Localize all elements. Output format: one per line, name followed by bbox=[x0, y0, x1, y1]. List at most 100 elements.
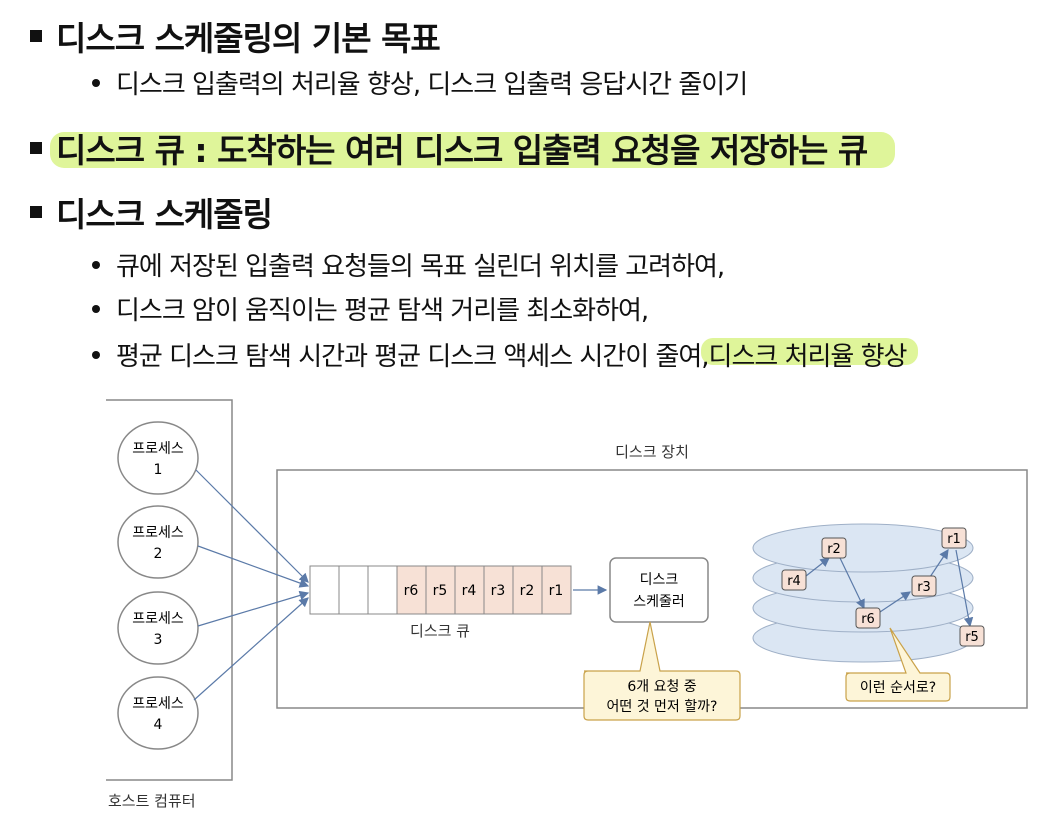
bullet-disk-scheduling-goal: 디스크 스케줄링의 기본 목표 bbox=[30, 12, 441, 60]
dot-bullet-icon bbox=[92, 350, 100, 359]
arrow-r6-r3 bbox=[879, 591, 911, 613]
queue-cell bbox=[512, 565, 543, 615]
square-bullet-icon bbox=[30, 206, 42, 218]
request-label: r3 bbox=[917, 580, 931, 595]
request-tag bbox=[941, 527, 967, 549]
highlight-wrap: 디스크 큐 : 도착하는 여러 디스크 입출력 요청을 저장하는 큐 bbox=[50, 124, 896, 172]
arrow-r4-r2 bbox=[805, 557, 830, 577]
scheduler-label-line2: 스케줄러 bbox=[633, 594, 685, 610]
bullet-text: 디스크 스케줄링의 기본 목표 bbox=[56, 19, 441, 58]
disk-request-r2: r2 bbox=[821, 537, 847, 559]
request-tag bbox=[855, 607, 881, 629]
process-label: 프로세스 bbox=[132, 441, 184, 457]
bullet-text: 디스크 큐 : 도착하는 여러 디스크 입출력 요청을 저장하는 큐 bbox=[56, 131, 868, 170]
queue-item-label: r1 bbox=[549, 583, 564, 599]
sub-bullet-text: 디스크 입출력의 처리율 향상, 디스크 입출력 응답시간 줄이기 bbox=[116, 70, 748, 100]
scheduler-box bbox=[609, 557, 709, 623]
sub-bullet-text: 평균 디스크 탐색 시간과 평균 디스크 액세스 시간이 줄여, bbox=[116, 342, 710, 372]
request-label: r5 bbox=[965, 630, 979, 645]
request-label: r2 bbox=[827, 542, 841, 557]
highlighted-text: 디스크 처리율 향상 bbox=[708, 342, 908, 372]
sub-bullet-throughput: 평균 디스크 탐색 시간과 평균 디스크 액세스 시간이 줄여, 디스크 처리율… bbox=[92, 336, 919, 373]
arrow-process4-queue bbox=[193, 597, 309, 701]
sub-bullet-cylinder: 큐에 저장된 입출력 요청들의 목표 실린더 위치를 고려하여, bbox=[92, 246, 725, 283]
disk-scheduler: 디스크 스케줄러 bbox=[609, 557, 709, 623]
arrow-process2-queue bbox=[197, 545, 310, 588]
queue-item-label: r2 bbox=[520, 583, 535, 599]
disk-request-r6: r6 bbox=[855, 607, 881, 629]
square-bullet-icon bbox=[30, 142, 42, 154]
square-bullet-icon bbox=[30, 30, 42, 42]
sub-bullet-seek-distance: 디스크 암이 움직이는 평균 탐색 거리를 최소화하여, bbox=[92, 290, 649, 327]
queue-slot-r3: r3 bbox=[483, 565, 514, 615]
queue-item-label: r3 bbox=[491, 583, 506, 599]
request-label: r4 bbox=[787, 574, 801, 589]
callout-bubble bbox=[583, 621, 741, 721]
process-4: 프로세스 4 bbox=[117, 676, 199, 750]
queue-empty-slot bbox=[338, 565, 369, 615]
process-ellipse bbox=[117, 505, 199, 579]
bullet-disk-queue: 디스크 큐 : 도착하는 여러 디스크 입출력 요청을 저장하는 큐 bbox=[30, 124, 896, 172]
arrow-r2-r6 bbox=[839, 557, 865, 610]
process-ellipse bbox=[117, 676, 199, 750]
process-number: 3 bbox=[154, 632, 163, 648]
disk-request-r3: r3 bbox=[911, 575, 937, 597]
host-computer-frame bbox=[106, 399, 233, 781]
request-label: r6 bbox=[861, 612, 875, 627]
host-computer-label: 호스트 컴퓨터 bbox=[108, 792, 196, 810]
platter bbox=[752, 523, 974, 573]
sub-bullet-text: 디스크 암이 움직이는 평균 탐색 거리를 최소화하여, bbox=[116, 296, 649, 326]
request-tag bbox=[821, 537, 847, 559]
queue-cell bbox=[483, 565, 514, 615]
request-tag bbox=[781, 569, 807, 591]
arrow-r1-r5 bbox=[955, 549, 974, 628]
callout-line2: 어떤 것 먼저 할까? bbox=[607, 699, 718, 715]
process-number: 2 bbox=[154, 546, 163, 562]
sub-bullet-goal-detail: 디스크 입출력의 처리율 향상, 디스크 입출력 응답시간 줄이기 bbox=[92, 64, 748, 101]
queue-slot-r4: r4 bbox=[454, 565, 485, 615]
arrow-process3-queue bbox=[197, 590, 310, 627]
dot-bullet-icon bbox=[92, 78, 100, 87]
process-number: 1 bbox=[154, 462, 163, 478]
queue-slot-r1: r1 bbox=[541, 565, 572, 615]
process-label: 프로세스 bbox=[132, 611, 184, 627]
process-3: 프로세스 3 bbox=[117, 591, 199, 665]
disk-request-r1: r1 bbox=[941, 527, 967, 549]
callout-which-first: 6개 요청 중 어떤 것 먼저 할까? bbox=[583, 621, 741, 721]
queue-item-label: r5 bbox=[433, 583, 448, 599]
process-number: 4 bbox=[154, 717, 163, 733]
request-tag bbox=[959, 625, 985, 647]
callout-bubble bbox=[845, 627, 951, 702]
queue-slot-r5: r5 bbox=[425, 565, 456, 615]
disk-scheduling-diagram: 호스트 컴퓨터 디스크 장치 프로세스 1 프로세스 2 프로세스 3 프로세스… bbox=[106, 399, 1028, 810]
queue-slot-r6: r6 bbox=[396, 565, 427, 615]
dot-bullet-icon bbox=[92, 260, 100, 269]
process-label: 프로세스 bbox=[132, 696, 184, 712]
callout-line1: 6개 요청 중 bbox=[627, 679, 696, 695]
disk-request-r4: r4 bbox=[781, 569, 807, 591]
sub-bullet-text: 큐에 저장된 입출력 요청들의 목표 실린더 위치를 고려하여, bbox=[116, 252, 725, 282]
callout-text: 이런 순서로? bbox=[860, 680, 936, 696]
arrow-r3-r1 bbox=[929, 549, 949, 578]
callout-this-order: 이런 순서로? bbox=[845, 627, 951, 702]
arrow-process1-queue bbox=[195, 469, 309, 583]
queue-empty-slot bbox=[309, 565, 340, 615]
disk-device-label: 디스크 장치 bbox=[615, 443, 689, 461]
disk-queue: r6 r5 r4 r3 r2 r1 bbox=[309, 565, 572, 615]
highlight-wrap: 디스크 처리율 향상 bbox=[700, 336, 919, 373]
disk-platters bbox=[752, 523, 974, 663]
bullet-text: 디스크 스케줄링 bbox=[56, 195, 273, 234]
request-label: r1 bbox=[947, 532, 961, 547]
scheduler-label-line1: 디스크 bbox=[640, 572, 679, 588]
queue-cell bbox=[454, 565, 485, 615]
queue-item-label: r6 bbox=[404, 583, 419, 599]
disk-queue-label: 디스크 큐 bbox=[410, 622, 470, 640]
process-2: 프로세스 2 bbox=[117, 505, 199, 579]
queue-item-label: r4 bbox=[462, 583, 477, 599]
dot-bullet-icon bbox=[92, 304, 100, 313]
process-ellipse bbox=[117, 591, 199, 665]
queue-cell bbox=[541, 565, 572, 615]
queue-empty-slot bbox=[367, 565, 398, 615]
process-1: 프로세스 1 bbox=[117, 421, 199, 495]
disk-request-r5: r5 bbox=[959, 625, 985, 647]
